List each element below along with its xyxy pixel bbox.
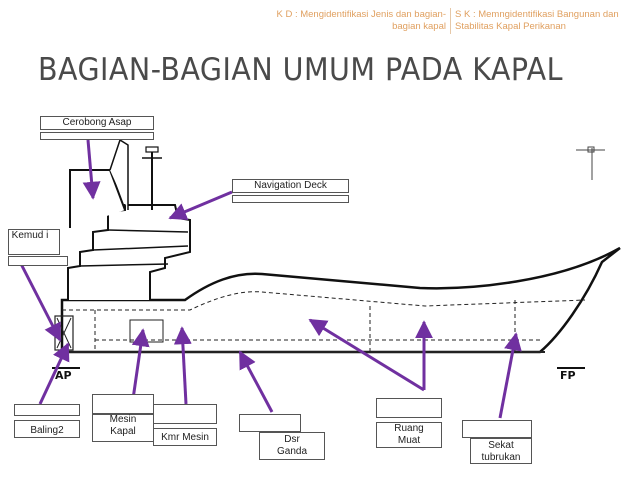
sk-header-text: S K : Memngidentifikasi Bangunan dan Sta…: [455, 9, 619, 32]
pointer-arrows: [16, 139, 522, 419]
cerobong-label-box: [40, 116, 154, 130]
arrow-kemudi: [16, 257, 62, 342]
slide-title: BAGIAN-BAGIAN UMUM PADA KAPAL: [38, 52, 563, 88]
kemudi-label-box: [8, 229, 60, 255]
dsr-answer-box: [239, 414, 301, 432]
arrow-kmr-mesin: [173, 326, 192, 405]
hull: [60, 246, 621, 354]
navigation-answer-box: [232, 195, 349, 203]
arrow-baling: [38, 342, 70, 405]
cerobong-label: Cerobong Asap: [62, 117, 132, 128]
dsr-label-box: [259, 432, 325, 460]
kemudi-answer-box: [8, 256, 68, 266]
perpendicular-marks: AP FP: [52, 367, 585, 382]
ruang-muat-label: Ruang Muat: [394, 423, 424, 446]
dsr-ganda-label: Dsr Ganda: [276, 434, 308, 457]
superstructure: [67, 138, 191, 300]
kmr-label-box: [153, 428, 217, 446]
navigation-label: Navigation Deck: [254, 180, 327, 191]
sekat-answer-box: [462, 420, 532, 438]
baling-label-box: [14, 420, 80, 438]
arrow-mesin-kapal: [130, 328, 150, 407]
ruang-answer-box: [376, 398, 442, 418]
kemudi-label: Kemud i: [11, 230, 49, 241]
arrow-navigation: [168, 190, 233, 221]
ap-mark: AP: [55, 369, 72, 382]
sekat-label-box: [470, 438, 532, 464]
navigation-label-box: [232, 179, 349, 193]
baling-answer-box: [14, 404, 80, 416]
header-divider: [450, 8, 451, 34]
baling-label: Baling2: [30, 425, 64, 436]
mesin-answer-box: [92, 394, 154, 414]
cerobong-answer-box: [40, 132, 154, 140]
arrow-cerobong: [82, 139, 101, 200]
arrow-dsr-ganda: [238, 350, 274, 413]
arrow-ruang-muat-1: [308, 318, 425, 392]
ruang-label-box: [376, 422, 442, 448]
kmr-mesin-label: Kmr Mesin: [161, 432, 209, 443]
bow-mast: [576, 146, 605, 180]
fp-mark: FP: [560, 369, 576, 382]
kd-header-text: K D : Mengidentifikasi Jenis dan bagian-…: [276, 9, 446, 32]
kmr-answer-box: [153, 404, 217, 424]
sekat-label: Sekat tubrukan: [481, 440, 521, 463]
mesin-kapal-label: Mesin Kapal: [109, 414, 137, 437]
arrow-sekat: [498, 332, 522, 419]
